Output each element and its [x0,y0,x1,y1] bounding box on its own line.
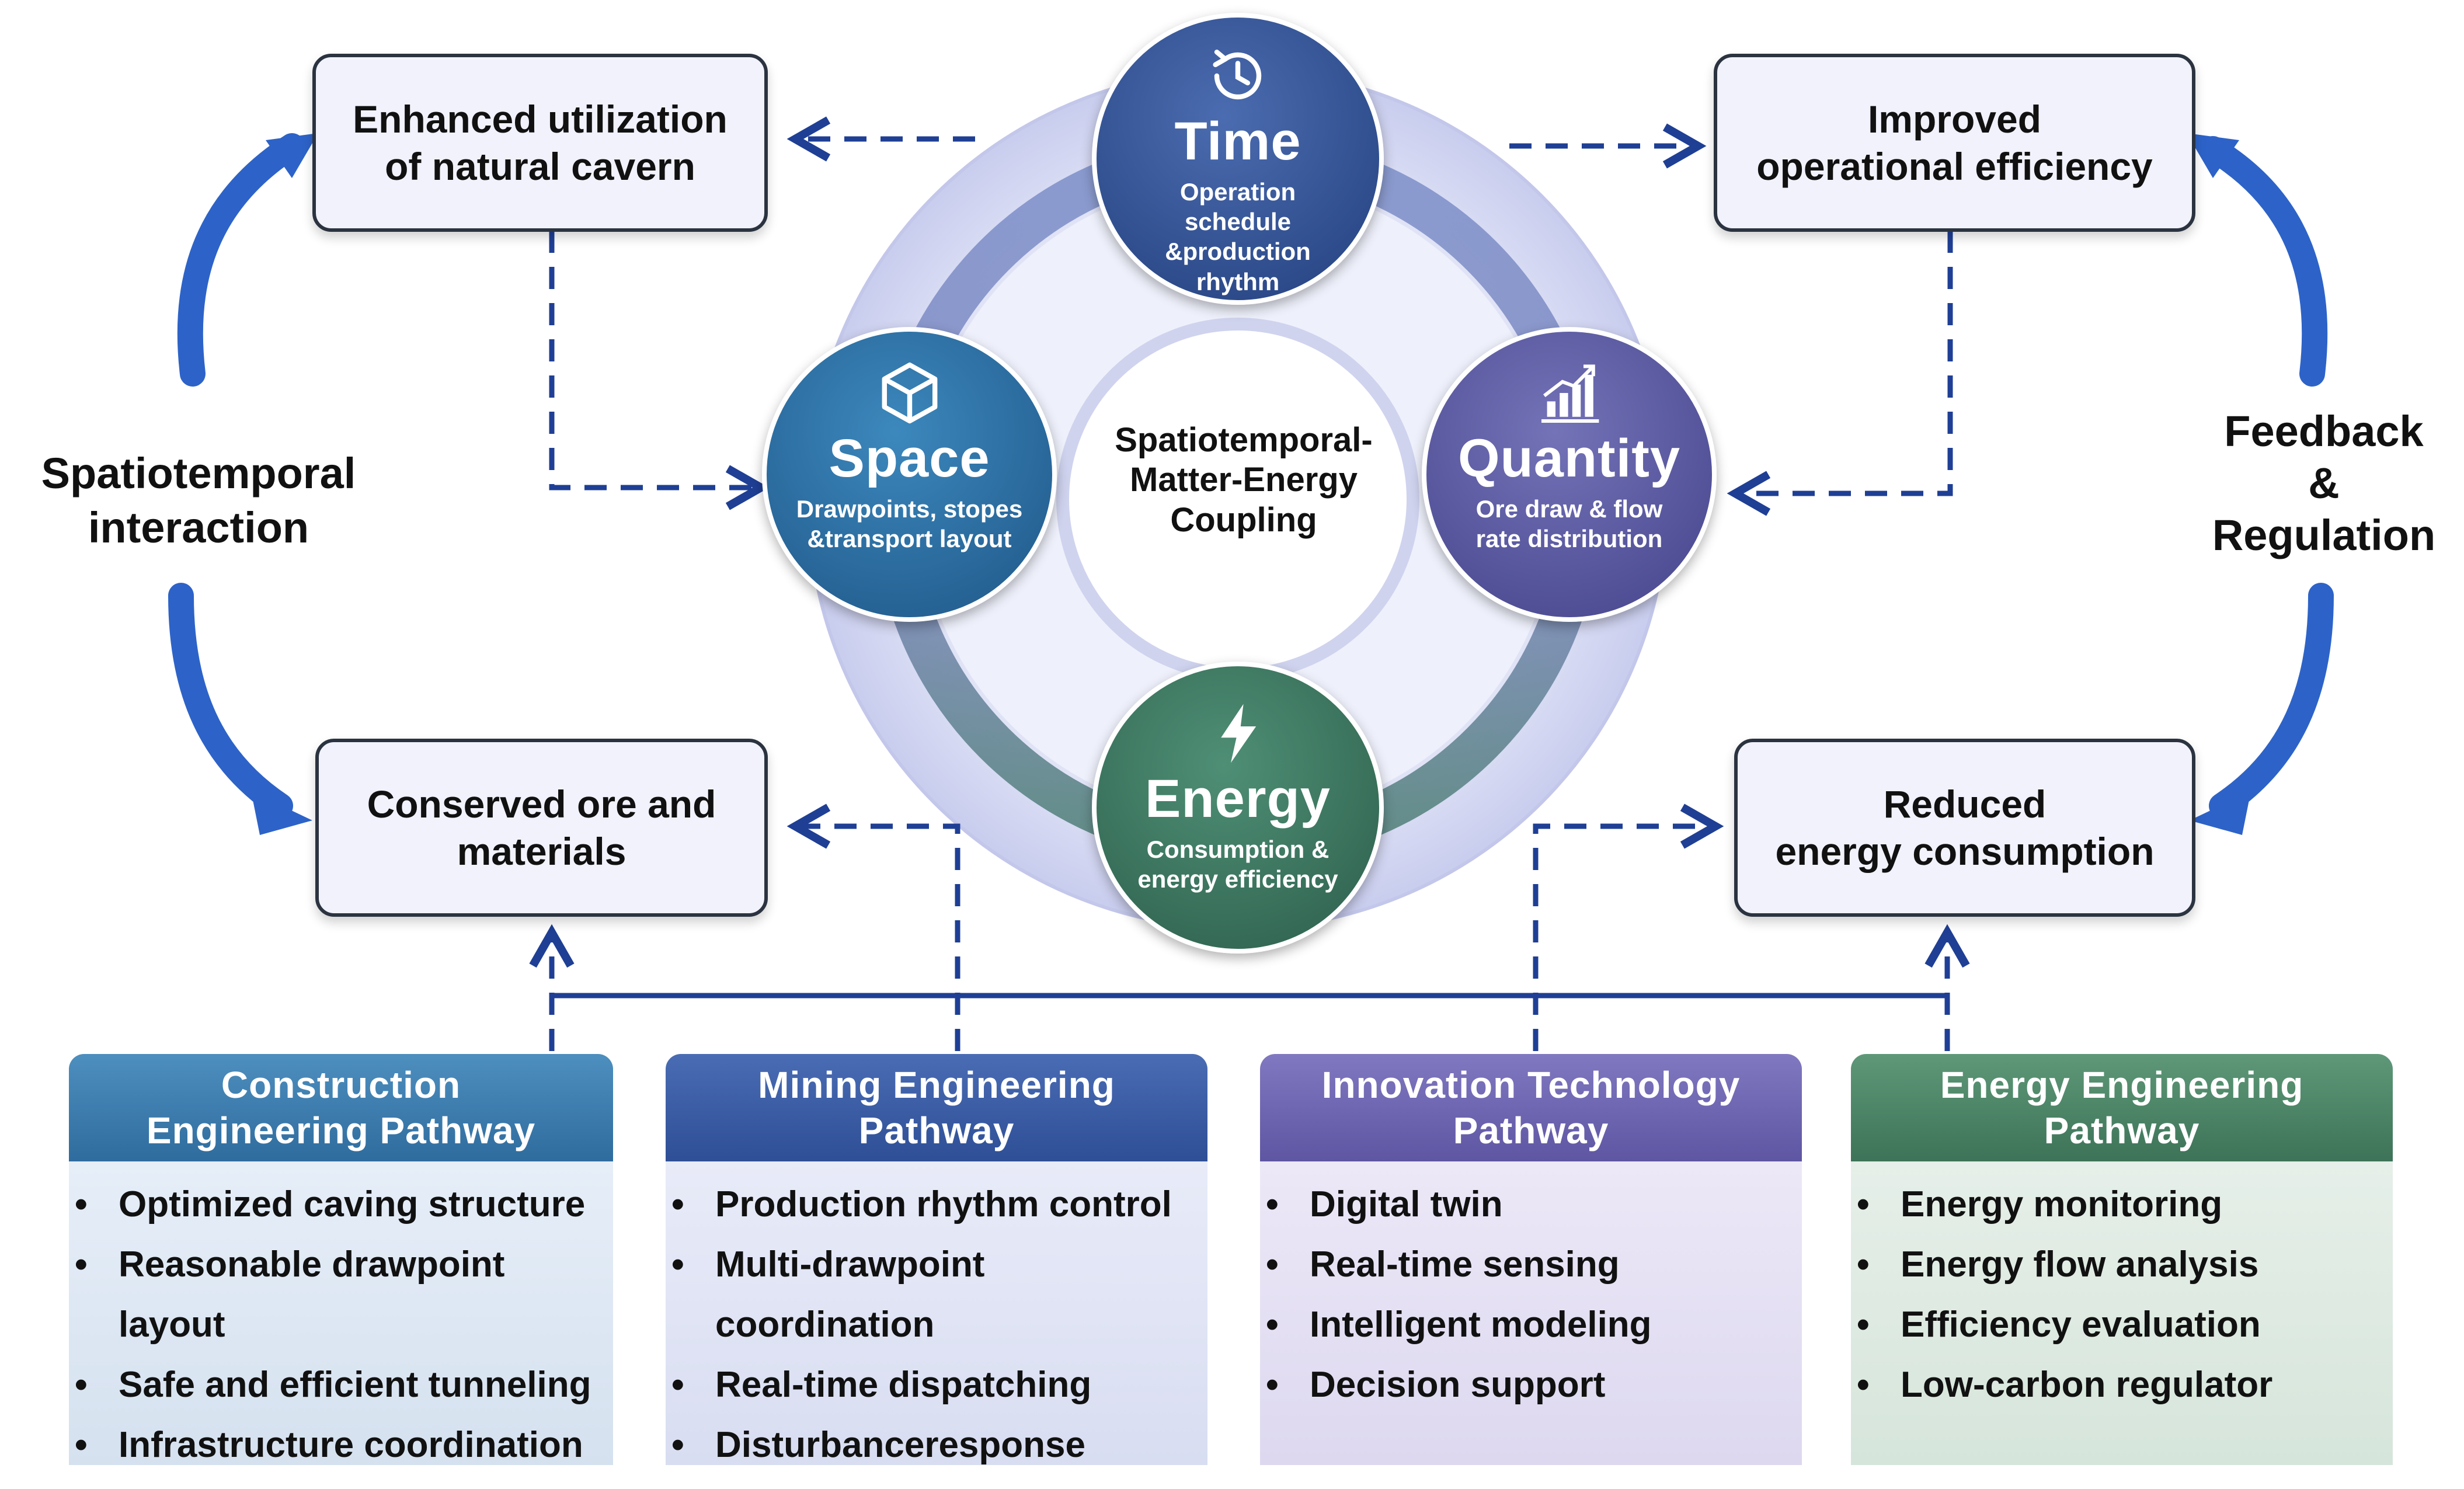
outcome-reduced-energy: Reduced energy consumption [1734,739,2195,917]
node-quantity-subtitle: Ore draw & flow rate distribution [1475,495,1663,553]
node-energy: Energy Consumption & energy efficiency [1092,662,1384,954]
right-curve-arrow-top [2200,136,2328,387]
pathway-energy-title: Energy Engineering Pathway [1851,1054,2393,1161]
outcome-enhanced-cavern: Enhanced utilization of natural cavern [312,54,768,232]
pathway-construction-list: Optimized caving structure Reasonable dr… [69,1161,613,1475]
right-curve-arrow-bottom-head [2190,791,2251,835]
node-energy-subtitle: Consumption & energy efficiency [1137,836,1338,893]
side-label-spatiotemporal: Spatiotemporal interaction [41,449,356,552]
list-item: Optimized caving structure [75,1174,607,1234]
left-curve-arrow-top-head [266,133,318,178]
right-curve-arrow-top-head [2187,133,2239,178]
left-curve-arrow-bottom-head [251,791,312,835]
connector-mining-to-conserved [786,803,960,1051]
left-curve-arrow-bottom [168,583,293,819]
clock-icon [1213,50,1262,100]
outcome-conserved-ore: Conserved ore and materials [315,739,768,917]
pathway-construction-title: Construction Engineering Pathway [69,1054,613,1161]
list-item: Reasonable drawpoint layout [75,1234,607,1355]
pathway-innovation-title: Innovation Technology Pathway [1260,1054,1802,1161]
list-item: Low-carbon regulator [1857,1355,2387,1415]
pathway-innovation: Innovation Technology Pathway Digital tw… [1260,1054,1802,1465]
pathway-energy: Energy Engineering Pathway Energy monito… [1851,1054,2393,1465]
bar-chart-icon [1541,364,1599,423]
pathway-construction: Construction Engineering Pathway Optimiz… [69,1054,613,1475]
node-space-title: Space [829,429,990,488]
outcome-operational-efficiency: Improved operational efficiency [1714,54,2195,232]
list-item: Efficiency evaluation [1857,1295,2387,1355]
list-item: Real-time dispatching [671,1355,1202,1415]
pathway-mining-list: Production rhythm control Multi-drawpoin… [666,1161,1207,1475]
pathway-energy-list: Energy monitoring Energy flow analysis E… [1851,1161,2393,1465]
pathway-innovation-list: Digital twin Real-time sensing Intellige… [1260,1161,1802,1465]
node-time: Time Operation schedule &production rhyt… [1092,13,1384,305]
connector-cavern-to-space [549,231,770,510]
list-item: Safe and efficient tunneling [75,1355,607,1415]
connector-innovation-to-reduced [1533,803,1724,1051]
left-curve-arrow-top [177,133,305,387]
node-space-subtitle: Drawpoints, stopes &transport layout [796,495,1023,553]
cube-icon [882,362,937,424]
node-quantity-title: Quantity [1457,429,1681,488]
node-time-subtitle: Operation schedule &production rhythm [1165,178,1311,295]
pathway-mining: Mining Engineering Pathway Production rh… [666,1054,1207,1475]
list-item: Decision support [1266,1355,1796,1415]
node-space: Space Drawpoints, stopes &transport layo… [762,327,1057,622]
pathway-mining-title: Mining Engineering Pathway [666,1054,1207,1161]
node-quantity: Quantity Ore draw & flow rate distributi… [1422,327,1717,622]
node-energy-title: Energy [1145,769,1331,829]
connector-efficiency-to-quantity [1727,231,1953,516]
list-item: Real-time sensing [1266,1234,1796,1295]
center-coupling-label: Spatiotemporal- Matter-Energy Coupling [1115,421,1373,539]
list-item: Infrastructure coordination [75,1415,607,1475]
side-label-feedback: Feedback & Regulation [2212,407,2436,559]
node-time-title: Time [1174,112,1301,171]
list-item: Multi-drawpoint coordination [671,1234,1202,1355]
right-curve-arrow-bottom [2209,583,2334,819]
list-item: Production rhythm control [671,1174,1202,1234]
lightning-icon [1221,704,1257,763]
list-item: Energy flow analysis [1857,1234,2387,1295]
list-item: Intelligent modeling [1266,1295,1796,1355]
list-item: Energy monitoring [1857,1174,2387,1234]
list-item: Digital twin [1266,1174,1796,1234]
list-item: Disturbanceresponse [671,1415,1202,1475]
